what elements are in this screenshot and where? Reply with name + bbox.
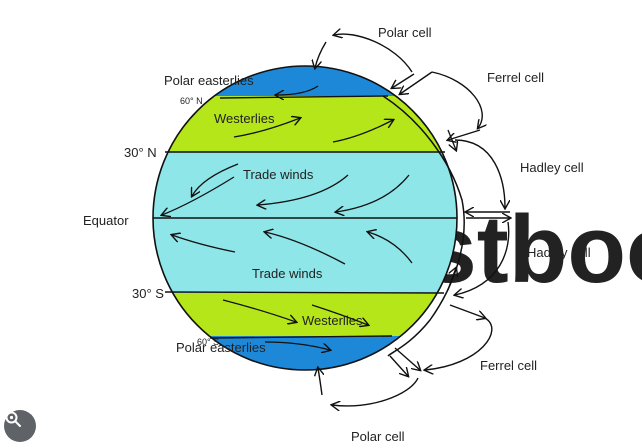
- label-hadley-cell-bottom: Hadley cell: [527, 245, 591, 260]
- wind-arrow: [264, 341, 330, 350]
- ferrel-cell-north-down: [400, 71, 433, 94]
- hadley-cell-north-loop: [454, 139, 505, 208]
- label-trade-winds-bottom: Trade winds: [252, 266, 323, 281]
- polar-cell-south-return: [318, 368, 322, 396]
- ferrel-cell-south-up: [449, 304, 485, 318]
- ferrel-cell-south-down: [394, 347, 420, 370]
- globe-outline: [152, 65, 458, 371]
- label-60s: 60° S: [197, 337, 219, 347]
- circulation-cells: [315, 34, 510, 406]
- ferrel-cell-north-loop: [431, 71, 482, 128]
- wind-arrow: [172, 235, 236, 253]
- flow-arrow: [447, 268, 456, 291]
- label-equator: Equator: [83, 213, 129, 228]
- wind-arrow: [311, 304, 368, 325]
- line-60s: [209, 335, 393, 339]
- wind-arrow: [192, 163, 239, 196]
- trade-band: [153, 152, 457, 293]
- wind-arrow: [276, 85, 319, 95]
- polar-cell-north-down: [392, 73, 415, 88]
- polar-cell-north-return: [315, 41, 327, 68]
- polar-cell-south-down: [389, 355, 408, 376]
- line-30s: [164, 291, 445, 294]
- polar-cell-south-loop: [332, 377, 419, 406]
- label-westerlies-top: Westerlies: [214, 111, 275, 126]
- wind-arrow: [336, 174, 410, 212]
- ferrel-cell-north-up: [448, 129, 481, 140]
- wind-arrow: [368, 232, 413, 264]
- upper-air-flow: [382, 95, 465, 357]
- label-polar-cell-top: Polar cell: [378, 25, 432, 40]
- latitude-lines: [153, 95, 457, 339]
- lens-search-icon[interactable]: [4, 410, 36, 442]
- label-ferrel-cell-top: Ferrel cell: [487, 70, 544, 85]
- wind-arrow: [332, 120, 393, 143]
- wind-arrow: [222, 299, 296, 322]
- label-60n: 60° N: [180, 96, 203, 106]
- label-polar-cell-bottom: Polar cell: [351, 429, 405, 444]
- line-60n: [219, 95, 389, 99]
- label-30n: 30° N: [124, 145, 157, 160]
- wind-arrow: [258, 174, 349, 205]
- label-30s: 30° S: [132, 286, 164, 301]
- ferrel-cell-south-loop: [425, 317, 493, 370]
- wind-arrow: [162, 176, 235, 215]
- label-polar-easterlies-top: Polar easterlies: [164, 73, 254, 88]
- label-trade-winds-top: Trade winds: [243, 167, 314, 182]
- hadley-cell-south-loop: [455, 221, 510, 295]
- lens-glyph: [5, 411, 21, 427]
- label-polar-easterlies-bottom: Polar easterlies: [176, 340, 266, 355]
- label-westerlies-bottom: Westerlies: [302, 313, 363, 328]
- label-ferrel-cell-bottom: Ferrel cell: [480, 358, 537, 373]
- surface-wind-arrows: [162, 85, 413, 350]
- polar-cell-north-loop: [334, 34, 413, 73]
- label-hadley-cell-top: Hadley cell: [520, 160, 584, 175]
- wind-arrow: [233, 118, 300, 138]
- wind-arrow: [265, 232, 346, 265]
